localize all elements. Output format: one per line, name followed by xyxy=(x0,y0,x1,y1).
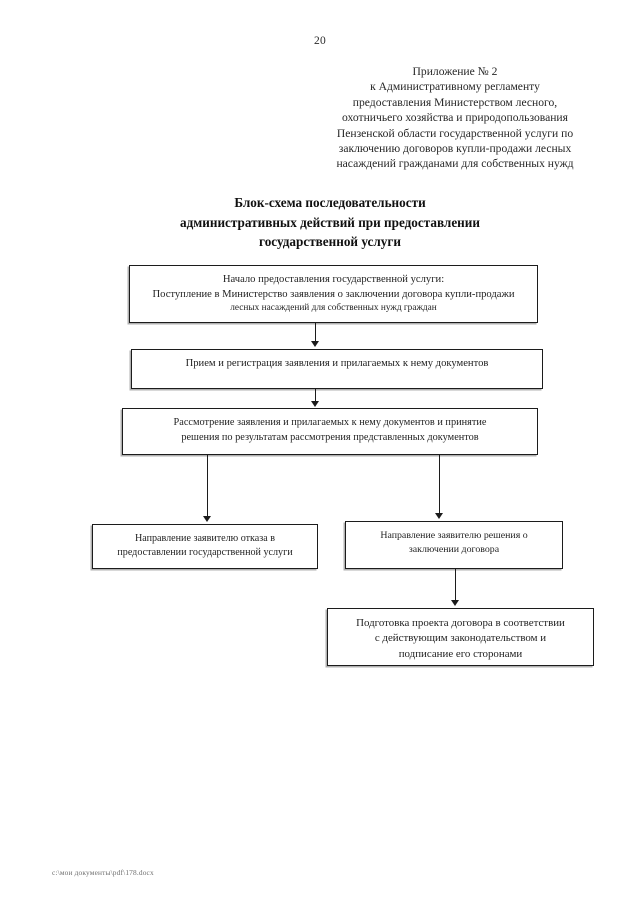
connector-review-to-decision xyxy=(439,455,441,515)
connector-decision-to-contract xyxy=(455,569,457,602)
connector-start-to-receive xyxy=(315,323,317,343)
flow-box-line: с действующим законодательством и xyxy=(374,632,547,645)
page-title-line: государственной услуги xyxy=(259,234,401,249)
arrow-head-icon xyxy=(203,516,211,522)
page-title: Блок-схема последовательности администра… xyxy=(110,193,550,252)
appendix-line: к Административному регламенту xyxy=(370,80,540,94)
flow-box-receive-and-register: Прием и регистрация заявления и прилагае… xyxy=(131,349,543,389)
flow-box-line: Подготовка проекта договора в соответств… xyxy=(356,617,565,629)
footer-file-path: c:\мои документы\pdf\178.docx xyxy=(52,868,154,877)
flow-box-line: подписание его сторонами xyxy=(398,647,523,660)
page-title-line: административных действий при предоставл… xyxy=(180,214,480,230)
appendix-line: насаждений гражданами для собственных ну… xyxy=(336,157,574,171)
page-title-line: Блок-схема последовательности xyxy=(234,195,426,210)
flow-box-line: Прием и регистрация заявления и прилагае… xyxy=(185,358,489,369)
appendix-line: заключению договоров купли-продажи лесны… xyxy=(338,142,572,156)
flow-box-send-refusal: Направление заявителю отказа в предостав… xyxy=(92,524,318,569)
flow-box-prepare-contract: Подготовка проекта договора в соответств… xyxy=(327,608,594,666)
flow-box-start-of-service: Начало предоставления государственной ус… xyxy=(129,265,538,323)
flow-box-line: лесных насаждений для собственных нужд г… xyxy=(230,303,437,314)
flow-box-line: Рассмотрение заявления и прилагаемых к н… xyxy=(173,417,487,428)
arrow-head-icon xyxy=(435,513,443,519)
flow-box-line: заключении договора xyxy=(408,544,500,556)
arrow-head-icon xyxy=(311,341,319,347)
flow-box-review-and-decide: Рассмотрение заявления и прилагаемых к н… xyxy=(122,408,538,455)
appendix-header: Приложение № 2 к Административному регла… xyxy=(310,64,600,172)
flow-box-line: Направление заявителю отказа в xyxy=(134,533,276,544)
flow-box-send-decision: Направление заявителю решения о заключен… xyxy=(345,521,563,569)
appendix-line: предоставления Министерством лесного, xyxy=(352,95,558,109)
flow-box-line: предоставлении государственной услуги xyxy=(117,547,293,559)
connector-receive-to-review xyxy=(315,389,317,403)
flow-box-line: решения по результатам рассмотрения пред… xyxy=(181,431,479,443)
appendix-line: охотничьего хозяйства и природопользован… xyxy=(342,111,568,125)
arrow-head-icon xyxy=(311,401,319,407)
flow-box-line: Начало предоставления государственной ус… xyxy=(222,274,445,285)
flow-box-line: Направление заявителю решения о xyxy=(380,530,528,541)
connector-review-to-refusal xyxy=(207,455,209,518)
page-number: 20 xyxy=(314,35,326,47)
appendix-line: Пензенской области государственной услуг… xyxy=(336,126,574,140)
arrow-head-icon xyxy=(451,600,459,606)
flow-box-line: Поступление в Министерство заявления о з… xyxy=(152,288,515,300)
appendix-line: Приложение № 2 xyxy=(412,65,498,78)
